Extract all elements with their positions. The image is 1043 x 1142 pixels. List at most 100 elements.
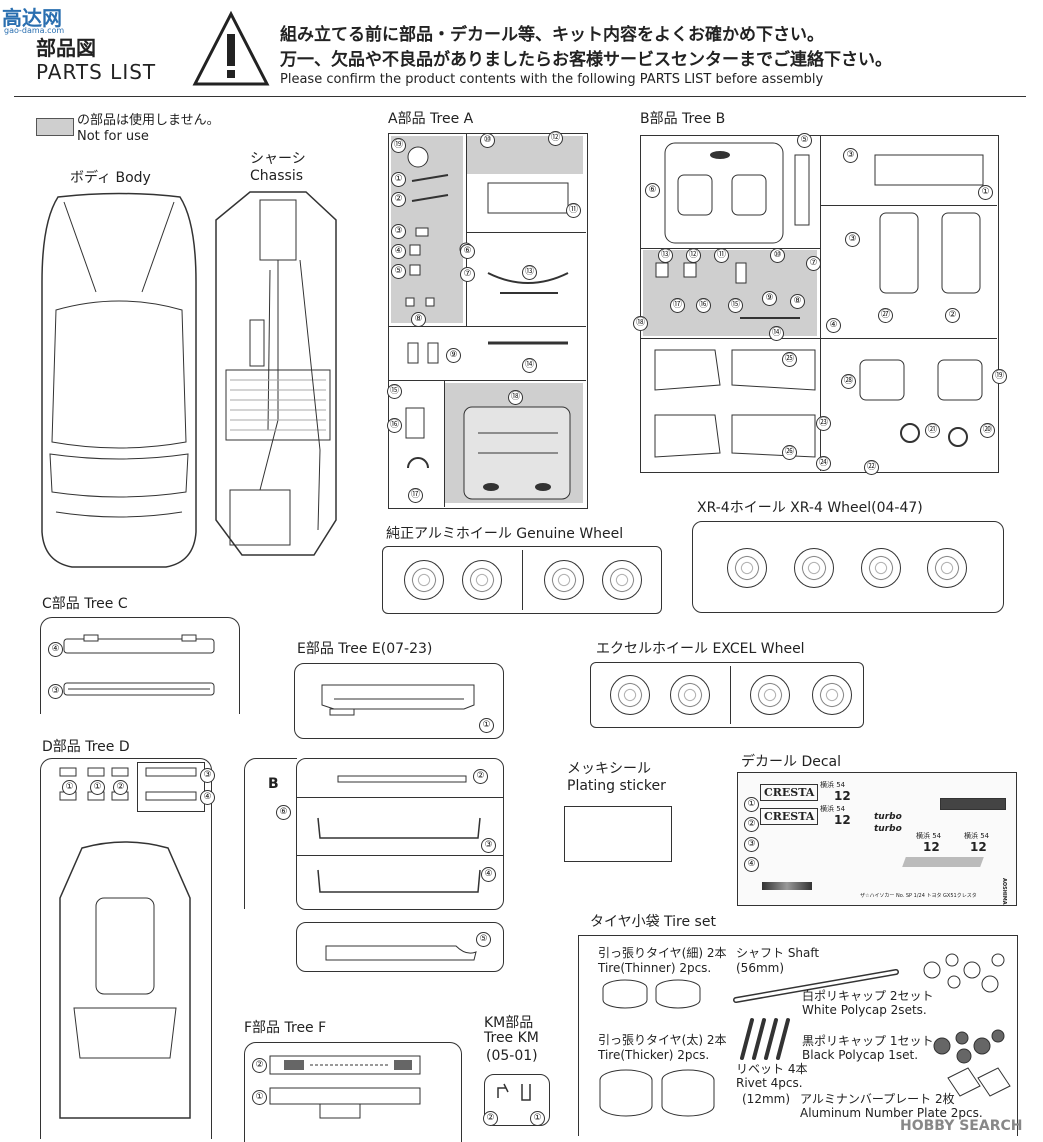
part-num: ⑯ (387, 418, 402, 433)
tree-e-label: E部品 Tree E(07-23) (297, 641, 433, 657)
decal-label: デカール Decal (741, 754, 842, 770)
part-num: ⑲ (391, 138, 406, 153)
part-num: ④ (826, 318, 841, 333)
part-num: ① (978, 185, 993, 200)
part-num: ⑤ (476, 932, 491, 947)
decal-plate-num-2: 12 (834, 813, 851, 827)
plate-jp: アルミナンバープレート 2枚 (800, 1092, 955, 1106)
part-num: ① (90, 780, 105, 795)
excel-wheel-label: エクセルホイール EXCEL Wheel (596, 641, 805, 657)
aluminum-plates (947, 1067, 1011, 1097)
part-num: ㉕ (782, 352, 797, 367)
part-num: ⑥ (460, 244, 475, 259)
part-num: ⑯ (696, 298, 711, 313)
black-polycap-en: Black Polycap 1set. (802, 1048, 919, 1062)
part-num: ⑥ (276, 805, 291, 820)
notice-jp-1: 組み立てる前に部品・デカール等、キット内容をよくお確かめ下さい。 (280, 25, 824, 45)
legend-en: Not for use (77, 129, 149, 144)
tree-d-parts (59, 767, 197, 1119)
white-polycap-jp: 白ポリキャップ 2セット (802, 989, 934, 1003)
part-num: ③ (200, 768, 215, 783)
decal-footer: ザ☆ハイソカー No. SP 1/24 トヨタ GX51クレスタ (860, 893, 977, 899)
page-title-jp: 部品図 (36, 36, 96, 60)
wheel (727, 548, 767, 588)
part-num: ① (744, 797, 759, 812)
plate-en: Aluminum Number Plate 2pcs. (800, 1106, 983, 1120)
black-polycap-jp: 黒ポリキャップ 1セット (802, 1034, 934, 1048)
part-num: ⑰ (670, 298, 685, 313)
part-num: ④ (744, 857, 759, 872)
tree-a-divider-4 (388, 380, 586, 381)
decal-stripe (902, 857, 984, 867)
wheel (462, 560, 502, 600)
decal-maker: AOSHIMA (1001, 878, 1007, 905)
tree-b2-h2 (296, 855, 504, 856)
tire-thin-en: Tire(Thinner) 2pcs. (598, 961, 712, 975)
wheel (750, 675, 790, 715)
part-num: ⑮ (387, 384, 402, 399)
tire-thin (602, 979, 701, 1009)
decal-plate-num-1: 12 (834, 789, 851, 803)
chassis-label-jp: シャーシ (250, 151, 306, 167)
part-num: ④ (48, 642, 63, 657)
part-num: ⑧ (411, 312, 426, 327)
tire-thick-en: Tire(Thicker) 2pcs. (598, 1048, 710, 1062)
white-polycap (923, 953, 1005, 993)
part-num: ㉒ (864, 460, 879, 475)
part-num: ⑰ (408, 488, 423, 503)
tree-km-l3: (05-01) (486, 1048, 538, 1064)
warning-icon (192, 10, 270, 86)
part-num: ① (62, 780, 77, 795)
notice-en: Please confirm the product contents with… (280, 72, 824, 87)
tree-c-frame (40, 617, 240, 714)
part-num: ⑦ (806, 256, 821, 271)
legend-jp: の部品は使用しません。 (77, 113, 220, 128)
part-num: ⑱ (633, 316, 648, 331)
part-num: ⑮ (728, 298, 743, 313)
plating-label-jp: メッキシール (567, 761, 651, 777)
tire-thin-jp: 引っ張りタイヤ(細) 2本 (598, 946, 727, 960)
part-num: ④ (391, 244, 406, 259)
part-num: ③ (845, 232, 860, 247)
chassis-part (215, 191, 337, 556)
tree-d-label: D部品 Tree D (42, 739, 130, 755)
wheel (544, 560, 584, 600)
decal-plate-top-3: 横浜 54 (916, 832, 942, 840)
part-num: ⑫ (548, 131, 563, 146)
tree-d-side (137, 762, 205, 812)
part-num: ㉑ (925, 423, 940, 438)
body-label: ボディ Body (70, 170, 151, 186)
part-num: ⑥ (645, 183, 660, 198)
plating-label-en: Plating sticker (567, 778, 666, 794)
part-num: ④ (200, 790, 215, 805)
watermark-url: gao-dama.com (4, 26, 65, 35)
decal-turbo-2: turbo (874, 824, 902, 834)
decal-cresta-1: CRESTA (760, 784, 819, 801)
tree-e-part (321, 684, 475, 716)
part-num: ③ (481, 838, 496, 853)
part-num: ⑩ (770, 248, 785, 263)
watermark-logo: 高达网 (2, 6, 62, 30)
part-num: ① (479, 718, 494, 733)
rivet-en: Rivet 4pcs. (736, 1076, 803, 1090)
part-num: ⑨ (446, 348, 461, 363)
tree-km-l1: KM部品 (484, 1015, 534, 1031)
tree-b2-h1 (296, 797, 504, 798)
wheel (602, 560, 642, 600)
decal-plate-top-2: 横浜 54 (820, 805, 846, 813)
tree-a-divider-3 (388, 326, 586, 327)
tree-f-parts (269, 1055, 421, 1119)
rivet-jp: リベット 4本 (736, 1062, 808, 1076)
tree-b2-shapes (317, 775, 481, 893)
decal-plate-top-4: 横浜 54 (964, 832, 990, 840)
rivet-length: (12mm) (742, 1092, 791, 1106)
tire-set-title: タイヤ小袋 Tire set (590, 914, 716, 930)
tree-b-h1 (640, 248, 820, 249)
wheel (861, 548, 901, 588)
part-num: ⑩ (480, 133, 495, 148)
tree-b-v1 (820, 135, 821, 471)
watermark-hobbysearch: HOBBY SEARCH (900, 1118, 1023, 1134)
tree-a-divider-2 (466, 232, 586, 233)
shaft-label: シャフト Shaft (736, 946, 820, 960)
part-num: ① (391, 172, 406, 187)
